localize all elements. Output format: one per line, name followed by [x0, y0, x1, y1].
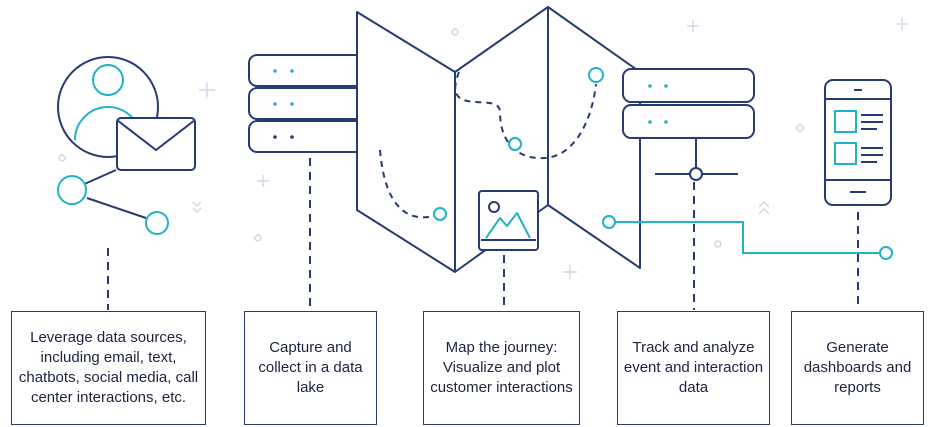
step-box-track: Track and analyze event and interaction …: [617, 311, 770, 425]
step-box-capture: Capture and collect in a data lake: [244, 311, 377, 425]
folded-map-icon: [356, 6, 641, 273]
decorative-sparkles: [58, 18, 908, 279]
step-box-generate: Generate dashboards and reports: [791, 311, 924, 425]
mobile-dashboard-icon: [824, 79, 892, 206]
step-label-generate: Generate dashboards and reports: [803, 339, 912, 396]
user-email-icon: [57, 56, 196, 235]
step-box-map: Map the journey: Visualize and plot cust…: [423, 311, 580, 425]
step-label-leverage: Leverage data sources, including email, …: [18, 329, 199, 406]
step-label-map: Map the journey: Visualize and plot cust…: [430, 339, 573, 396]
step-box-leverage: Leverage data sources, including email, …: [11, 311, 206, 425]
step-connectors: [107, 158, 859, 310]
data-flow-line: [602, 215, 893, 260]
step-label-track: Track and analyze event and interaction …: [623, 339, 764, 396]
server-icon: [622, 68, 755, 181]
step-label-capture: Capture and collect in a data lake: [258, 339, 363, 396]
stacked-server-icon: [248, 54, 380, 153]
